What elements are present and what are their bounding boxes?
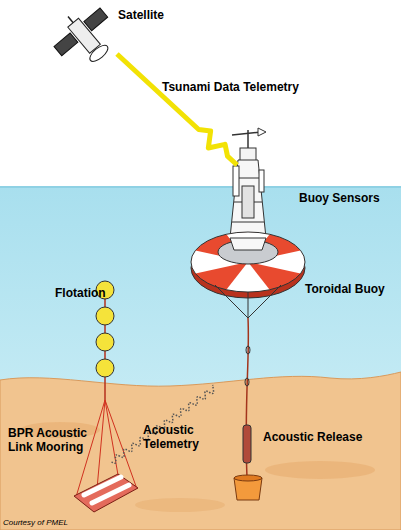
flotation-label: Flotation <box>55 286 106 300</box>
connector-label: Acoustic Telemetry <box>143 423 215 451</box>
component-label: BPR Acoustic Link Mooring <box>8 426 100 454</box>
tower-band <box>232 222 264 223</box>
release-label: Acoustic Release <box>263 430 362 444</box>
acoustic-release <box>243 425 251 463</box>
buoy-mooring <box>234 318 262 500</box>
mooring-leg <box>105 400 118 475</box>
bpr-cylinder <box>92 485 129 503</box>
bpr-node: BPR Acoustic Link Mooring <box>72 462 138 515</box>
seafloor-shade <box>135 498 225 512</box>
telemetry-antenna <box>233 166 239 196</box>
tower-band <box>236 178 260 179</box>
satellite-body <box>68 18 101 53</box>
solar-panel <box>84 8 108 31</box>
flotation-ball <box>96 307 114 325</box>
ocean-water <box>0 186 401 530</box>
satellite-antenna <box>68 17 73 23</box>
satellite-symbol <box>45 0 125 76</box>
flotation-ball <box>96 359 114 377</box>
bpr-frame <box>74 474 138 512</box>
tower-base <box>230 238 266 250</box>
connectors <box>112 54 238 463</box>
sea-surface <box>0 186 401 188</box>
bpr-mooring <box>74 281 138 512</box>
shackle <box>246 346 250 354</box>
sensor-tower <box>230 160 266 238</box>
component-label: Satellite <box>118 8 208 22</box>
anchor-top <box>234 475 262 481</box>
satellite-telemetry-link <box>117 54 237 165</box>
connector-label: Tsunami Data Telemetry <box>162 80 322 94</box>
flotation-ball <box>96 333 114 351</box>
instrument-cylinder <box>242 186 254 218</box>
credit-label: Courtesy of PMEL <box>3 518 68 528</box>
satellite-node: Satellite <box>55 5 117 75</box>
sensor-rod <box>259 170 264 192</box>
bridle-line <box>215 285 248 318</box>
shackle <box>245 378 249 386</box>
bridle-line <box>248 292 249 318</box>
solar-panel <box>54 33 78 56</box>
buoy-node: Buoy SensorsToroidal Buoy <box>215 165 300 395</box>
bridle-line <box>248 285 281 318</box>
seafloor-shade <box>265 461 375 479</box>
satellite-dish <box>87 42 110 64</box>
component-label: Buoy Sensors <box>299 191 399 205</box>
vane-tail <box>258 128 266 136</box>
component-label: Toroidal Buoy <box>305 282 400 296</box>
seafloor <box>0 372 401 530</box>
ring-outline <box>191 232 305 292</box>
